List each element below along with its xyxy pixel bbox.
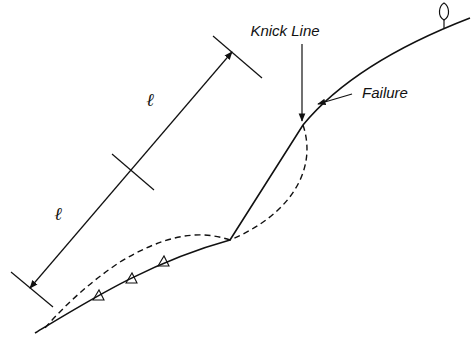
dimension-label: ℓ	[52, 204, 64, 224]
leader-arrow	[318, 94, 352, 104]
dimension-label: ℓ	[144, 90, 156, 110]
leader-arrow	[301, 44, 302, 121]
dimension-ticks	[11, 36, 262, 307]
failure-surface	[230, 125, 307, 240]
feature-label: Knick Line	[248, 22, 321, 39]
feature-label: Failure	[360, 84, 410, 101]
dimension-line	[30, 52, 232, 288]
tree-symbol	[439, 3, 448, 28]
ground-surface	[35, 18, 470, 333]
debris-outline	[45, 235, 230, 328]
debris-symbols	[93, 256, 169, 300]
